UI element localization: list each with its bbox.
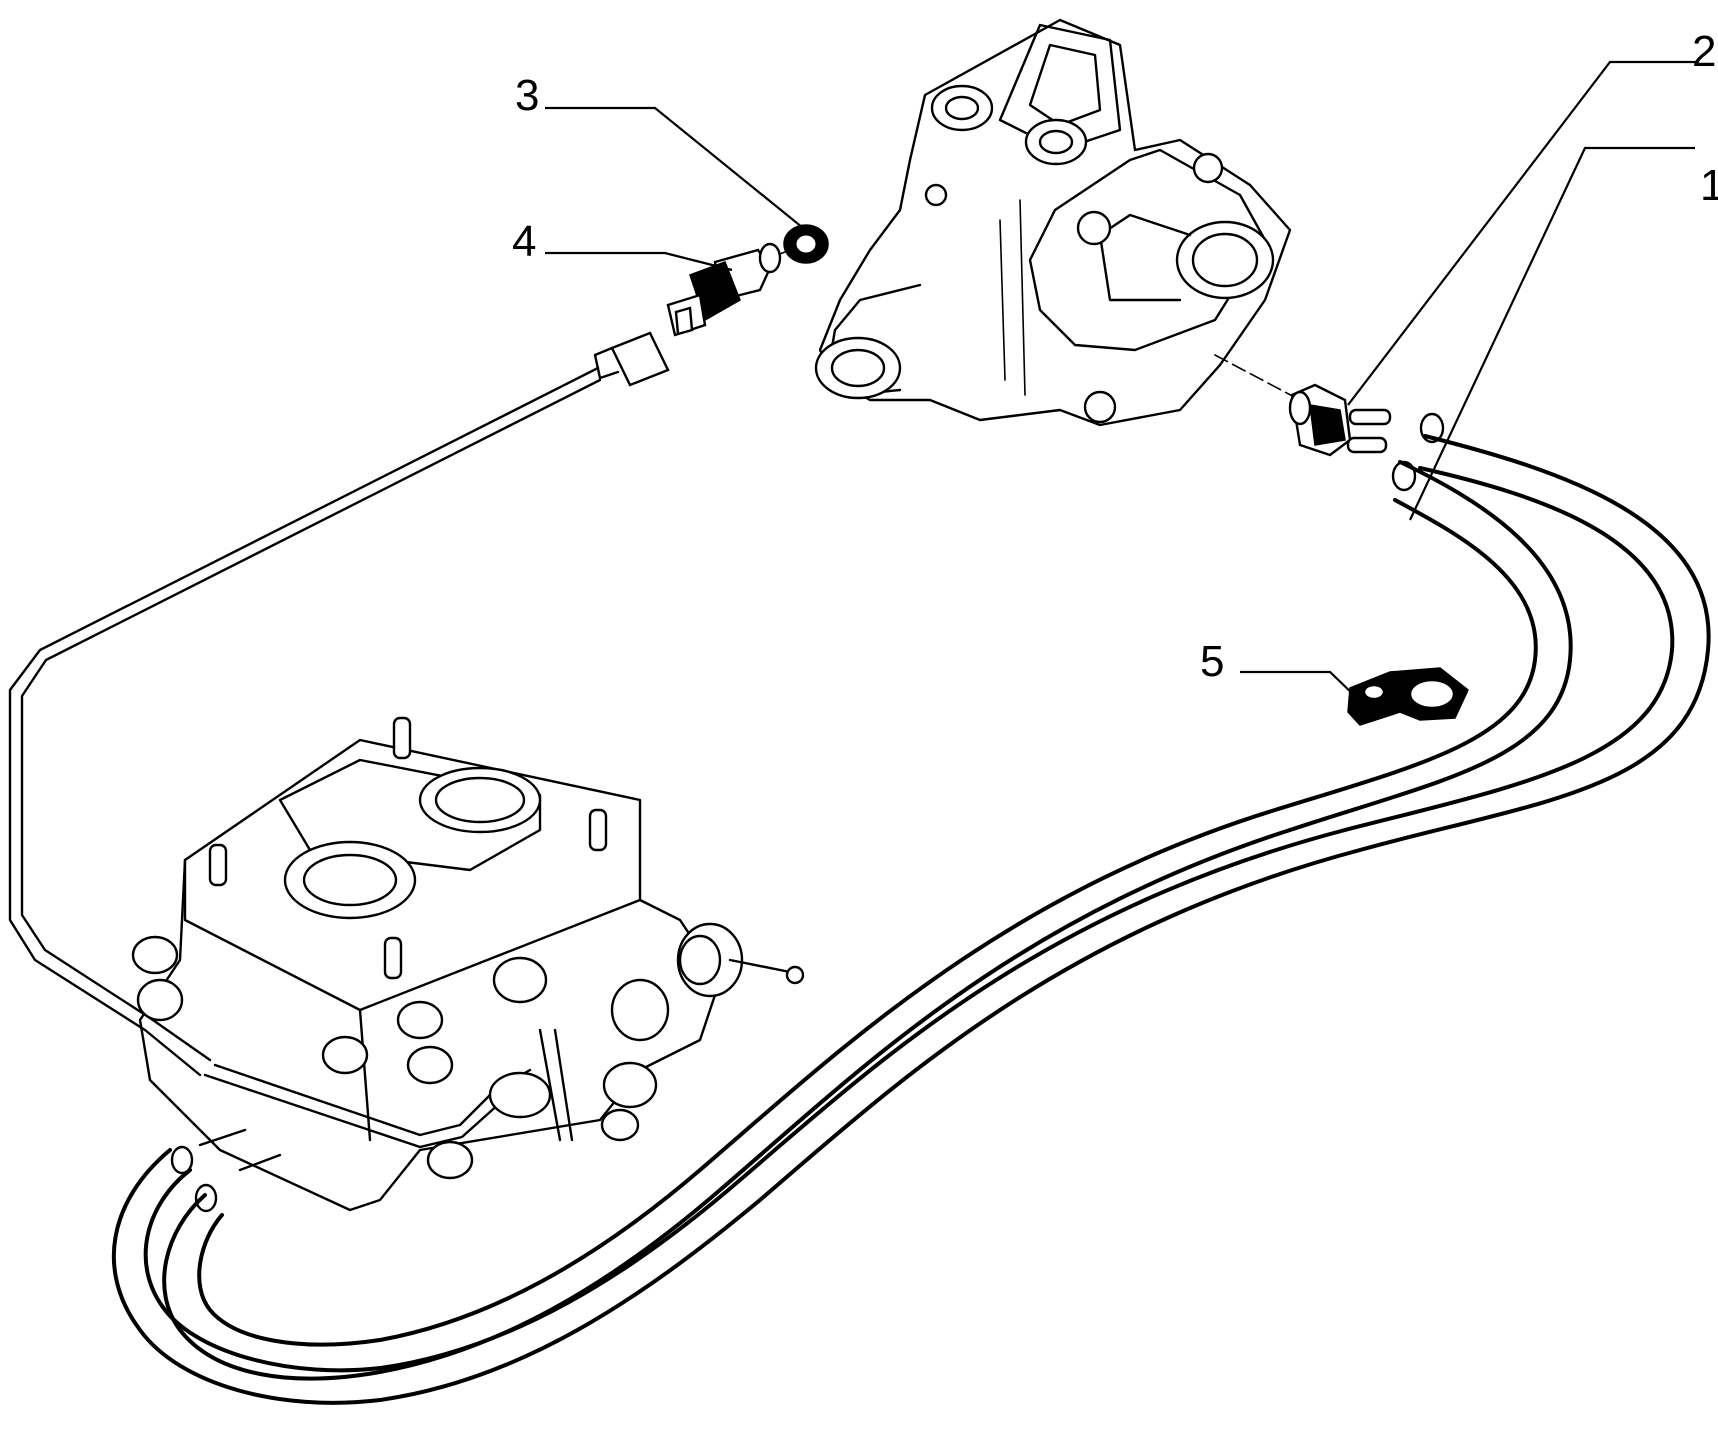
leader-1 bbox=[1409, 146, 1695, 521]
leader-3 bbox=[545, 106, 809, 233]
carburettor bbox=[131, 716, 805, 1212]
callout-5: 5 bbox=[1200, 637, 1224, 686]
hose-end-carb-b bbox=[194, 1183, 218, 1213]
callout-4: 4 bbox=[512, 217, 536, 266]
hose-clip-part-5 bbox=[1347, 667, 1469, 726]
hose-end-lower bbox=[1391, 460, 1417, 492]
wire-harness bbox=[8, 331, 670, 1149]
leader-5 bbox=[1240, 670, 1356, 697]
temperature-switch-part-4 bbox=[666, 242, 791, 337]
callout-3: 3 bbox=[515, 71, 539, 120]
temperature-sender-part-2 bbox=[1214, 354, 1392, 457]
thermostat-housing bbox=[814, 18, 1292, 427]
washer-part-3 bbox=[783, 224, 829, 264]
callout-2: 2 bbox=[1692, 27, 1716, 76]
leader-lines bbox=[545, 60, 1698, 697]
hose-end-upper bbox=[1419, 412, 1445, 444]
coolant-hose-inner bbox=[162, 460, 1573, 1381]
leader-2 bbox=[1347, 60, 1698, 406]
leader-4 bbox=[545, 251, 733, 272]
hose-end-carb-a bbox=[170, 1145, 194, 1175]
coolant-hose-outer bbox=[111, 434, 1711, 1405]
callout-1: 1 bbox=[1700, 161, 1718, 210]
